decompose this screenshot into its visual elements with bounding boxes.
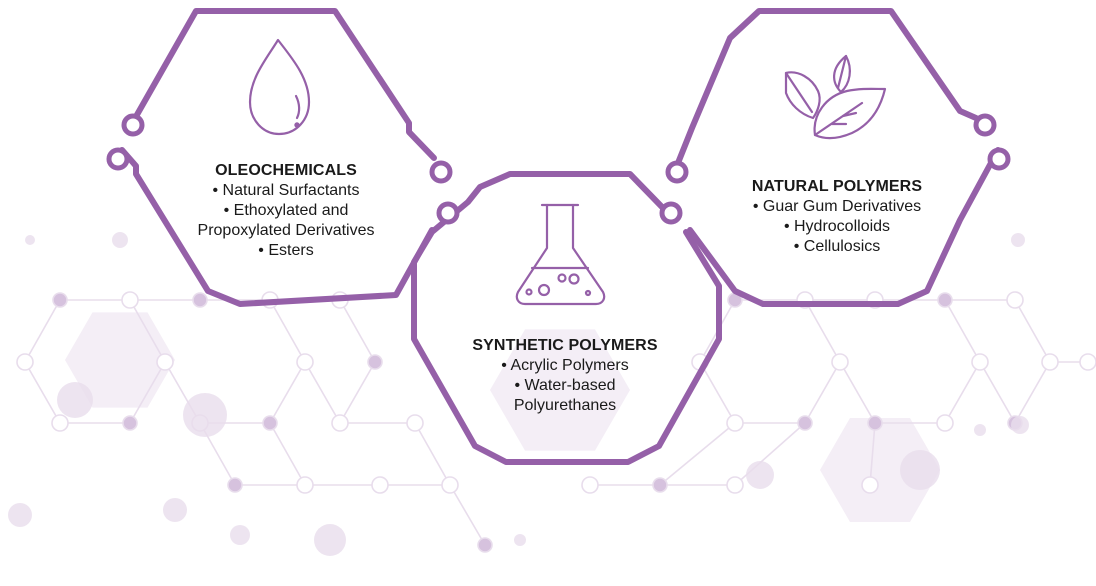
molecule-bond <box>269 299 306 363</box>
flask-icon <box>515 203 606 306</box>
card-oleochemicals: OLEOCHEMICALS • Natural Surfactants • Et… <box>176 161 396 261</box>
molecule-atom <box>156 353 174 371</box>
molecule-blob <box>57 382 93 418</box>
molecule-bond <box>804 361 841 424</box>
molecule-atom <box>51 414 69 432</box>
molecule-bond <box>944 299 981 363</box>
molecule-blob <box>112 232 128 248</box>
molecule-atom <box>192 292 208 308</box>
molecule-blob <box>1011 233 1025 247</box>
molecule-bond <box>24 361 61 424</box>
molecule-atom <box>296 476 314 494</box>
molecule-atom <box>581 476 599 494</box>
list-item: • Hydrocolloids <box>783 218 891 235</box>
molecule-bond <box>1014 299 1051 363</box>
molecule-blob <box>230 525 250 545</box>
molecule-atom <box>296 353 314 371</box>
molecule-bond <box>304 361 341 424</box>
molecule-blob <box>746 461 774 489</box>
molecule-atom <box>726 476 744 494</box>
molecule-atom <box>937 292 953 308</box>
molecule-bond <box>414 422 451 486</box>
card-title: NATURAL POLYMERS <box>751 178 923 195</box>
molecule-blob <box>163 498 187 522</box>
molecule-atom <box>122 415 138 431</box>
molecule-bond <box>839 361 876 424</box>
molecule-bond <box>699 361 736 424</box>
molecule-atom <box>367 354 383 370</box>
card-title: SYNTHETIC POLYMERS <box>472 337 658 354</box>
molecule-blob <box>974 424 986 436</box>
molecule-bond <box>269 422 306 486</box>
molecule-blob <box>900 450 940 490</box>
molecule-blob <box>514 534 526 546</box>
molecule-bond <box>269 361 306 424</box>
molecule-blob <box>314 524 346 556</box>
list-item: • Esters <box>258 242 314 259</box>
molecule-atom <box>861 476 879 494</box>
list-item: • Cellulosics <box>793 238 881 255</box>
list-item: • Ethoxylated and <box>223 202 349 219</box>
molecule-hex-tint <box>65 312 175 408</box>
molecule-blob <box>183 393 227 437</box>
list-item: • Acrylic Polymers <box>501 357 629 374</box>
molecule-bond <box>449 484 486 546</box>
list-item: • Guar Gum Derivatives <box>752 198 922 215</box>
molecule-atom <box>652 477 668 493</box>
molecule-blob <box>8 503 32 527</box>
molecule-bond <box>129 361 166 424</box>
molecule-atom <box>831 353 849 371</box>
molecule-bond <box>944 361 981 424</box>
leaves-icon <box>784 54 887 140</box>
molecule-bond <box>869 422 876 486</box>
molecule-bond <box>659 422 736 486</box>
molecule-bond <box>339 361 376 424</box>
molecule-atom <box>1079 353 1096 371</box>
molecule-atom <box>936 414 954 432</box>
molecule-atom <box>441 476 459 494</box>
molecule-atom <box>477 537 493 553</box>
molecule-hex-tint <box>820 418 940 522</box>
molecule-atom <box>52 292 68 308</box>
hexagon-frame-oleochemicals <box>106 8 453 307</box>
list-item: Propoxylated Derivatives <box>197 222 375 239</box>
molecule-atom <box>262 415 278 431</box>
molecule-bond <box>129 299 166 363</box>
molecule-atom <box>1006 291 1024 309</box>
molecule-atom <box>16 353 34 371</box>
molecule-atom <box>121 291 139 309</box>
molecule-atom <box>1041 353 1059 371</box>
molecule-atom <box>371 476 389 494</box>
molecule-atom <box>971 353 989 371</box>
list-item: Polyurethanes <box>513 397 617 414</box>
molecule-bond <box>1014 361 1051 424</box>
list-item: • Water-based <box>514 377 616 394</box>
molecule-blob <box>1011 416 1029 434</box>
card-natural-polymers: NATURAL POLYMERS • Guar Gum Derivatives … <box>727 177 947 257</box>
molecule-hex-tint <box>490 329 630 451</box>
molecule-atom <box>406 414 424 432</box>
hexagon-frame-synthetic <box>411 171 722 465</box>
card-title: OLEOCHEMICALS <box>215 162 357 179</box>
molecule-atom <box>726 414 744 432</box>
molecule-bond <box>979 361 1016 424</box>
molecule-bond <box>804 299 841 363</box>
molecule-atom <box>867 415 883 431</box>
molecule-atom <box>227 477 243 493</box>
card-synthetic-polymers: SYNTHETIC POLYMERS • Acrylic Polymers • … <box>440 336 690 416</box>
droplet-icon <box>248 38 311 136</box>
molecule-bond <box>24 299 61 363</box>
molecule-blob <box>25 235 35 245</box>
molecule-atom <box>331 414 349 432</box>
list-item: • Natural Surfactants <box>212 182 360 199</box>
molecule-bond <box>339 299 376 363</box>
hexagon-frame-natural <box>665 8 1011 307</box>
molecule-atom <box>797 415 813 431</box>
